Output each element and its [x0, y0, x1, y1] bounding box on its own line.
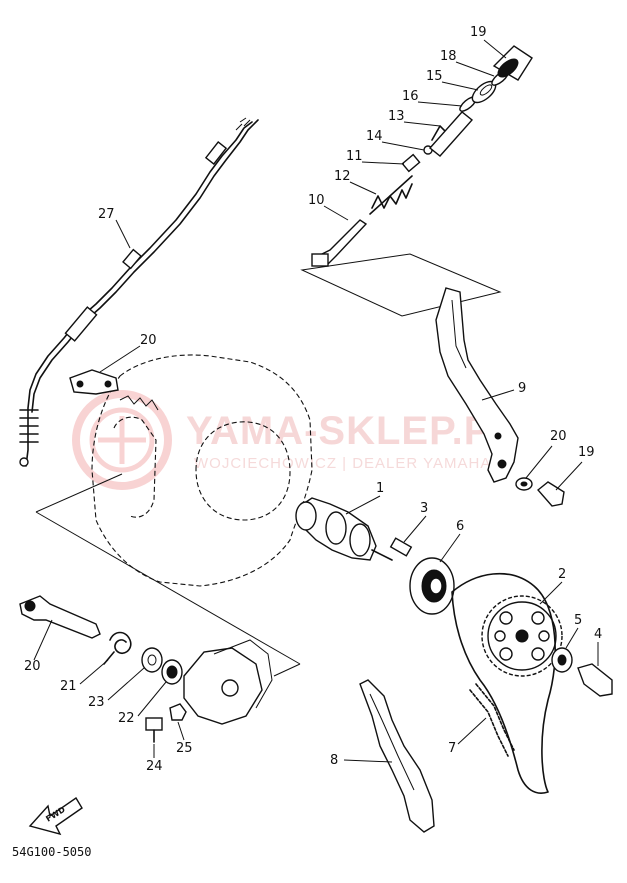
- callout-8: 8: [330, 753, 338, 768]
- callout-12: 12: [334, 169, 351, 184]
- callout-20: 20: [140, 333, 157, 348]
- watermark: YAMA-SKLEP.PL WOJCIECHOWICZ | DEALER YAM…: [72, 390, 517, 490]
- camshaft-1: [295, 497, 393, 561]
- decompression-cable: [19, 117, 259, 467]
- decompression-shaft-21: [19, 595, 101, 639]
- long-bolt: [311, 219, 368, 268]
- callout-23: 22: [118, 711, 135, 726]
- callouts: 19 18 15 16 13 14 11 12 10 27 20 9: [24, 25, 602, 774]
- forward-arrow-icon: FWD: [28, 796, 83, 836]
- callout-16-upper: 18: [440, 49, 457, 64]
- chain-guide-8: [359, 679, 435, 833]
- callout-17: 19: [470, 25, 487, 40]
- callout-16-lower: 16: [402, 89, 419, 104]
- timing-chain-loop: [451, 572, 556, 794]
- chain-guide-9: [435, 287, 519, 483]
- washer-19: [515, 477, 533, 491]
- watermark-logo-icon: [72, 390, 172, 490]
- callout-6: 6: [456, 519, 464, 534]
- engine-case-outline: [35, 354, 313, 677]
- callout-4: 4: [594, 627, 602, 642]
- callout-11: 11: [346, 149, 363, 164]
- callout-18: 19: [578, 445, 595, 460]
- callout-10: 10: [308, 193, 325, 208]
- nut-26: [169, 703, 187, 721]
- callout-7: 7: [448, 741, 456, 756]
- pin-3: [389, 537, 413, 557]
- callout-21: 20: [24, 659, 41, 674]
- diagram-code: 54G100-5050: [12, 845, 91, 859]
- screw-25: [145, 717, 163, 743]
- bolt-4: [577, 663, 613, 697]
- callout-2: 2: [558, 567, 566, 582]
- oil-seal-23: [161, 659, 183, 685]
- watermark-subtitle: WOJCIECHOWICZ | DEALER YAMAHA: [194, 455, 491, 472]
- cam-sprocket-2: [481, 595, 563, 677]
- callout-22: 21: [60, 679, 77, 694]
- callout-9: 9: [518, 381, 526, 396]
- cover-plate: [183, 639, 273, 725]
- callout-13: 13: [388, 109, 405, 124]
- torsion-spring-22: [103, 631, 132, 665]
- collar-11: [401, 153, 421, 173]
- cap-nut-17: [492, 45, 533, 81]
- callout-27: 27: [98, 207, 115, 222]
- spring-12: [369, 175, 413, 215]
- callout-14: 14: [366, 129, 383, 144]
- plunger-13: [428, 111, 474, 157]
- callout-25: 24: [146, 759, 163, 774]
- decompressor-6: [409, 557, 455, 615]
- callout-5: 5: [574, 613, 582, 628]
- cable-bracket: [69, 369, 119, 395]
- callout-19: 20: [550, 429, 567, 444]
- watermark-title: YAMA-SKLEP.PL: [186, 409, 517, 453]
- washer-24: [141, 647, 163, 673]
- callout-1: 1: [376, 481, 384, 496]
- cam-chain-7: [469, 683, 515, 757]
- reference-box: [300, 253, 502, 317]
- callout-15: 15: [426, 69, 443, 84]
- callout-3: 3: [420, 501, 428, 516]
- callout-26: 25: [176, 741, 193, 756]
- washer-5: [551, 647, 573, 673]
- callout-24: 23: [88, 695, 105, 710]
